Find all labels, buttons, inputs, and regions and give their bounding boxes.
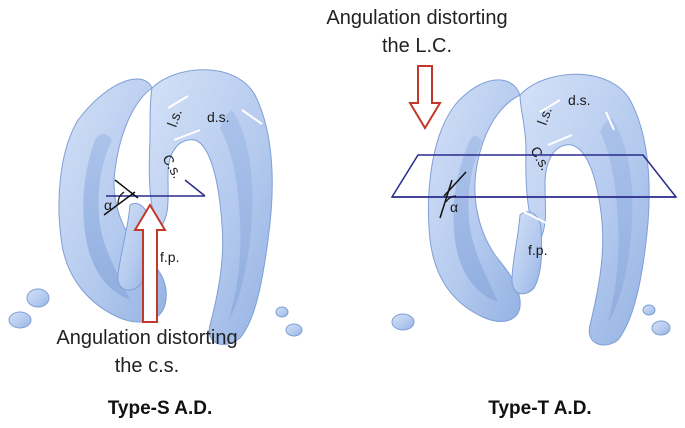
left-inner-channel	[83, 134, 130, 300]
segment-divider	[241, 109, 263, 125]
ossicle	[642, 304, 656, 316]
label-alpha: α	[450, 199, 458, 215]
left-caption-line2: the c.s.	[114, 355, 180, 377]
segment-divider	[523, 211, 549, 225]
ossicle	[391, 313, 415, 331]
angle-ray	[439, 179, 453, 219]
angle-ray	[443, 171, 467, 197]
angle-arc	[445, 195, 457, 203]
downward-arrow	[408, 65, 442, 130]
type-s-label: Type-S A.D.	[107, 398, 213, 419]
label-ds: d.s.	[207, 109, 230, 125]
label-ls: l.s.	[534, 105, 555, 127]
angle-arc	[117, 191, 125, 205]
left-caption: Angulation distorting the c.s.	[22, 324, 272, 380]
type-s-diagram: d.s. l.s. C.s. f.p. α	[8, 69, 303, 345]
segment-divider	[605, 111, 615, 131]
segment-divider	[547, 134, 573, 146]
segment-divider	[167, 95, 189, 109]
type-t-diagram: d.s. l.s. C.s. f.p. α	[390, 65, 678, 346]
segment-divider	[173, 129, 201, 141]
label-ls: l.s.	[164, 107, 185, 129]
left-arch	[428, 79, 521, 322]
ossicle	[275, 306, 289, 318]
segment-divider	[539, 99, 561, 113]
ossicle	[285, 323, 303, 337]
label-alpha: α	[104, 197, 112, 213]
right-inner-channel	[220, 110, 253, 322]
left-caption-line1: Angulation distorting	[56, 327, 238, 349]
type-t-label: Type-T A.D.	[488, 398, 592, 419]
ossicle	[8, 311, 32, 329]
left-inner-channel	[453, 135, 498, 302]
angle-ray	[114, 179, 139, 199]
right-caption-line1: Angulation distorting	[326, 7, 508, 29]
ossicle	[26, 288, 50, 308]
angle-ray	[103, 191, 136, 216]
label-fp: f.p.	[160, 249, 179, 265]
reference-plane-slope	[184, 179, 206, 197]
right-caption-line2: the L.C.	[381, 35, 453, 57]
label-fp: f.p.	[528, 242, 547, 258]
label-ds: d.s.	[568, 92, 591, 108]
right-caption: Angulation distorting the L.C.	[272, 4, 562, 60]
ossicle	[651, 320, 671, 336]
upward-arrow	[133, 203, 167, 323]
right-inner-channel	[600, 118, 633, 322]
